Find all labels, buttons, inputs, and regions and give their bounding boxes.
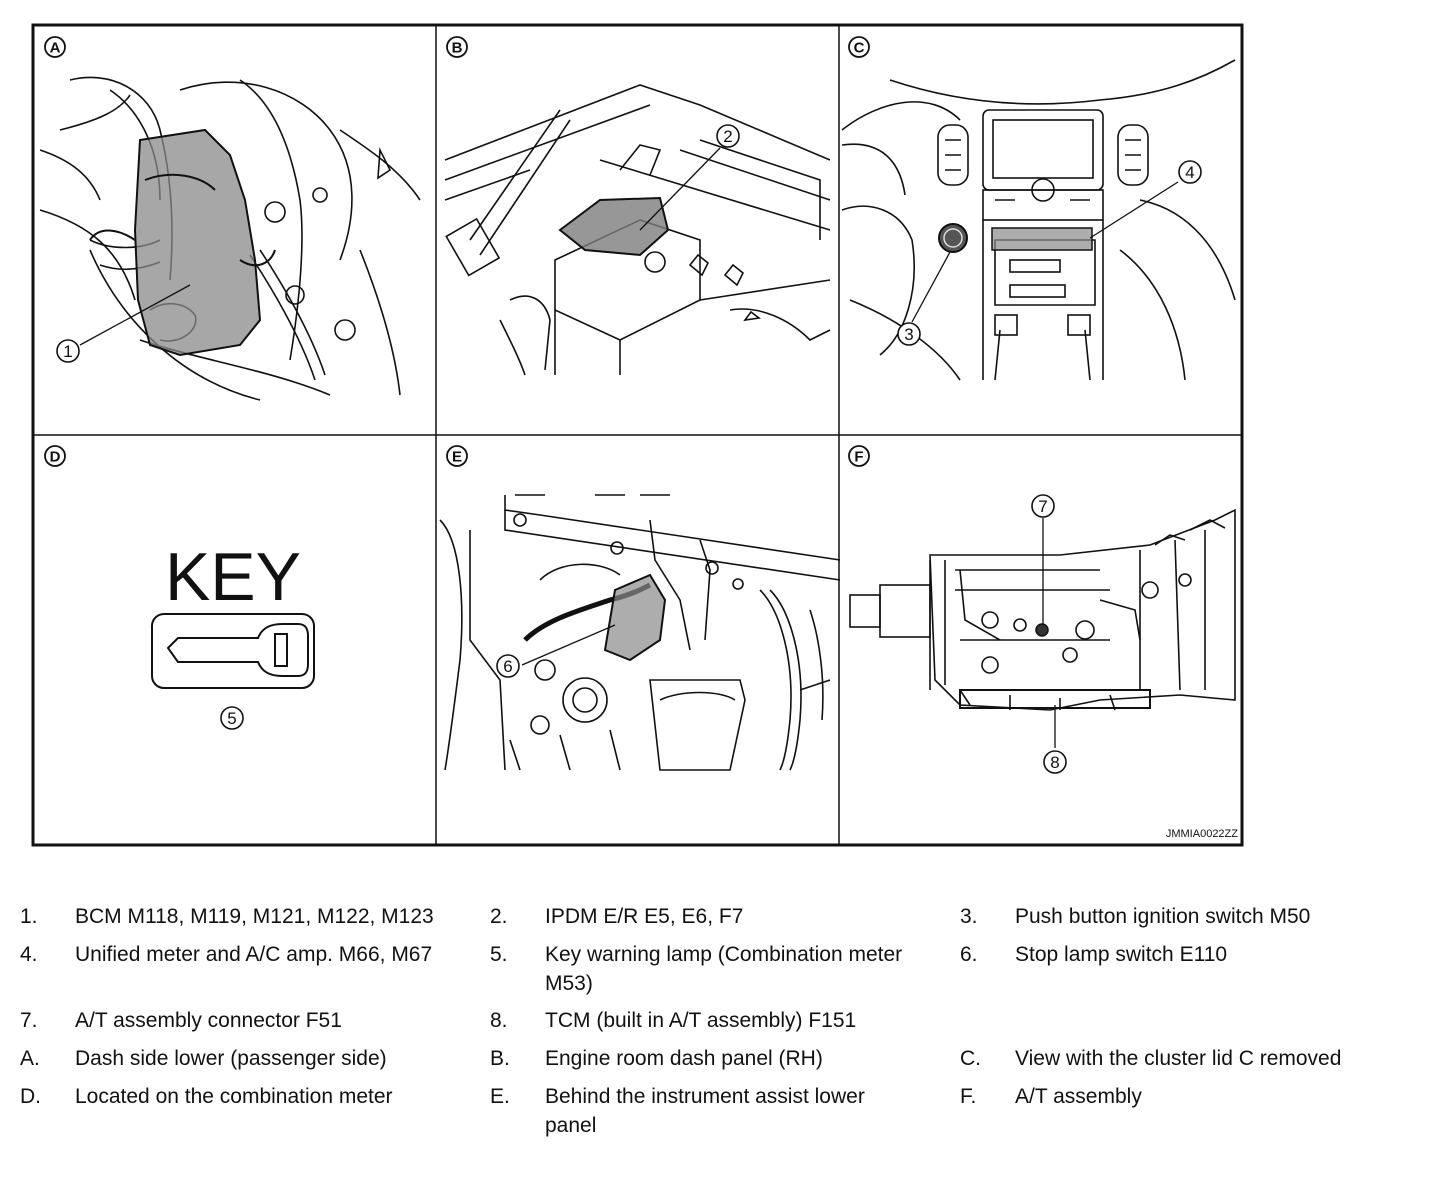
svg-text:2: 2 — [723, 127, 732, 146]
callout-leader-1 — [79, 284, 191, 346]
svg-text:C: C — [854, 40, 865, 57]
legend-text: Key warning lamp (Combination meter M53) — [545, 943, 903, 995]
callout-leader-3 — [911, 251, 951, 323]
key-warning-text: KEY — [165, 539, 301, 615]
legend-num: 8. — [490, 1009, 508, 1032]
push-button-ignition — [938, 223, 968, 253]
svg-text:A: A — [50, 40, 61, 57]
svg-text:4: 4 — [1185, 163, 1194, 182]
svg-text:5: 5 — [227, 709, 236, 728]
panel-label-c: C — [848, 36, 870, 58]
legend-text: Located on the combination meter — [75, 1085, 393, 1108]
panel-label-a: A — [44, 36, 66, 58]
callout-leader-2 — [639, 147, 721, 231]
legend-num: A. — [20, 1047, 40, 1070]
legend-text: TCM (built in A/T assembly) F151 — [545, 1009, 857, 1032]
legend-num: 7. — [20, 1009, 38, 1032]
legend-text: Behind the instrument assist lower panel — [545, 1085, 865, 1137]
panel-label-d: D — [44, 445, 66, 467]
legend-text: A/T assembly connector F51 — [75, 1009, 342, 1032]
legend-num: F. — [960, 1085, 977, 1108]
key-symbol-slot — [274, 633, 288, 667]
legend-num: B. — [490, 1047, 510, 1070]
legend-text: Stop lamp switch E110 — [1015, 943, 1228, 966]
legend-text: Unified meter and A/C amp. M66, M67 — [75, 943, 433, 966]
figure-id: JMMIA0022ZZ — [1166, 828, 1238, 840]
legend-text: BCM M118, M119, M121, M122, M123 — [75, 905, 434, 928]
callout-5: 5 — [220, 706, 244, 730]
svg-text:F: F — [854, 449, 863, 466]
legend-num: 6. — [960, 943, 978, 966]
legend-text: A/T assembly — [1015, 1085, 1142, 1108]
svg-text:D: D — [50, 449, 61, 466]
legend-text: IPDM E/R E5, E6, F7 — [545, 905, 744, 928]
legend-num: C. — [960, 1047, 981, 1070]
push-button-ring — [943, 228, 963, 248]
svg-text:B: B — [452, 40, 463, 57]
bcm-connector-harness — [89, 173, 276, 267]
legend-num: D. — [20, 1085, 41, 1108]
callout-1: 1 — [56, 339, 80, 363]
legend-text: Dash side lower (passenger side) — [75, 1047, 387, 1070]
callout-3: 3 — [897, 322, 921, 346]
legend-num: 5. — [490, 943, 508, 966]
svg-text:1: 1 — [63, 342, 72, 361]
at-assembly-connector — [1035, 623, 1049, 637]
callout-8: 8 — [1043, 750, 1067, 774]
panel-label-e: E — [446, 445, 468, 467]
key-symbol-frame — [151, 613, 315, 689]
legend-num: 3. — [960, 905, 978, 928]
bcm-unit — [133, 128, 262, 357]
callout-4: 4 — [1178, 160, 1202, 184]
legend-num: 4. — [20, 943, 38, 966]
svg-text:3: 3 — [904, 325, 913, 344]
svg-text:7: 7 — [1038, 497, 1047, 516]
ipdm-unit — [558, 196, 670, 257]
panel-label-f: F — [848, 445, 870, 467]
legend-text: Engine room dash panel (RH) — [545, 1047, 823, 1070]
panel-c-illustration — [841, 59, 1236, 381]
legend-num: 1. — [20, 905, 38, 928]
legend-text: View with the cluster lid C removed — [1015, 1047, 1342, 1070]
panel-label-b: B — [446, 36, 468, 58]
key-symbol-icon — [166, 623, 309, 677]
panel-e-illustration — [439, 494, 841, 771]
svg-text:8: 8 — [1050, 753, 1059, 772]
legend-text: Push button ignition switch M50 — [1015, 905, 1311, 928]
svg-text:6: 6 — [503, 657, 512, 676]
legend-num: 2. — [490, 905, 508, 928]
meter-ac-amp-unit — [991, 227, 1093, 251]
stop-lamp-switch-unit — [603, 573, 667, 662]
svg-text:E: E — [452, 449, 462, 466]
callout-7: 7 — [1031, 494, 1055, 518]
callout-leader-4 — [1089, 181, 1179, 239]
callout-leader-6 — [521, 624, 616, 666]
callout-6: 6 — [496, 654, 520, 678]
callout-2: 2 — [716, 124, 740, 148]
legend-num: E. — [490, 1085, 510, 1108]
component-location-figure: KEY — [31, 23, 1244, 847]
